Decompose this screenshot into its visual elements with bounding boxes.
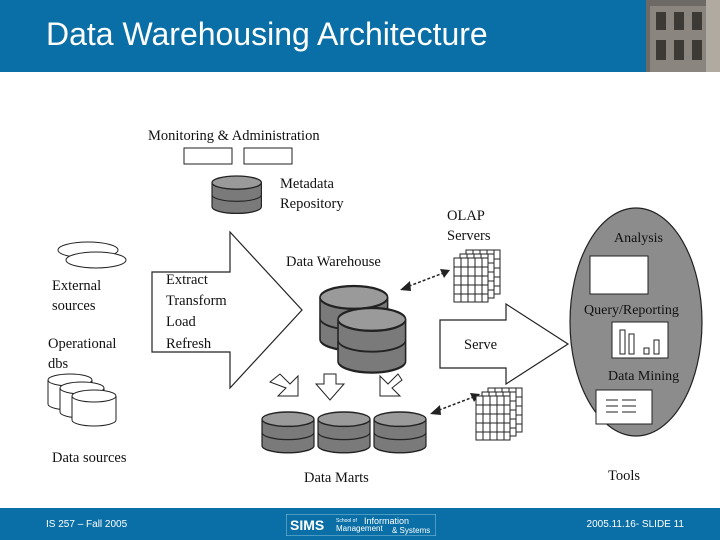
monitoring-label: Monitoring & Administration [148, 128, 320, 144]
datamart-cube [475, 387, 523, 441]
metadata-label-2: Repository [280, 196, 344, 212]
metadata-label-1: Metadata [280, 176, 335, 192]
serve-label: Serve [464, 337, 497, 353]
data-marts-label: Data Marts [304, 470, 369, 486]
slide-header: Data Warehousing Architecture [0, 0, 720, 72]
external-label-2: sources [52, 298, 96, 314]
external-label-1: External [52, 278, 101, 294]
footer-slide-number: 2005.11.16- SLIDE 11 [586, 519, 684, 530]
etl-refresh: Refresh [166, 336, 212, 352]
svg-text:Information: Information [364, 516, 409, 526]
svg-text:& Systems: & Systems [392, 526, 430, 535]
svg-text:Management: Management [336, 524, 383, 533]
query-reporting-label: Query/Reporting [584, 303, 679, 318]
data-warehouse-label: Data Warehouse [286, 254, 381, 270]
operational-label-1: Operational [48, 336, 116, 352]
olap-label-2: Servers [447, 228, 491, 244]
etl-load: Load [166, 314, 197, 330]
etl-transform: Transform [166, 293, 227, 309]
svg-text:School of: School of [336, 518, 357, 524]
serve-arrow [439, 302, 570, 386]
olap-cube [453, 249, 501, 303]
data-mining-box [595, 389, 653, 425]
architecture-diagram: Monitoring & Administration Metadata Rep… [47, 128, 703, 486]
data-mart-arrows [269, 373, 403, 401]
metadata-cylinder [211, 175, 263, 215]
etl-arrow [151, 230, 303, 390]
data-mart-cylinders [261, 411, 427, 454]
data-sources-label: Data sources [52, 450, 127, 466]
tools-label: Tools [608, 468, 640, 484]
analysis-label: Analysis [614, 231, 663, 246]
operational-label-2: dbs [48, 356, 69, 372]
olap-double-arrow [400, 269, 450, 291]
sims-logo: SIMS School of Management Information & … [286, 514, 436, 536]
datamart-double-arrow [430, 393, 480, 415]
query-bar-chart-icon [619, 329, 660, 355]
data-mining-lines-icon [606, 399, 636, 413]
slide-title: Data Warehousing Architecture [46, 16, 488, 52]
olap-label-1: OLAP [447, 208, 485, 224]
operational-db-cylinders [47, 373, 117, 427]
external-sources-db [57, 241, 127, 269]
svg-text:SIMS: SIMS [290, 517, 324, 533]
slide-footer: IS 257 – Fall 2005 SIMS School of Manage… [0, 508, 720, 540]
monitoring-box-2 [243, 147, 293, 165]
footer-course: IS 257 – Fall 2005 [46, 519, 128, 530]
monitoring-box-1 [183, 147, 233, 165]
building-photo [646, 0, 720, 72]
etl-extract: Extract [166, 272, 208, 288]
analysis-box [589, 255, 649, 295]
data-mining-label: Data Mining [608, 369, 679, 384]
data-warehouse-cylinders [318, 284, 407, 374]
